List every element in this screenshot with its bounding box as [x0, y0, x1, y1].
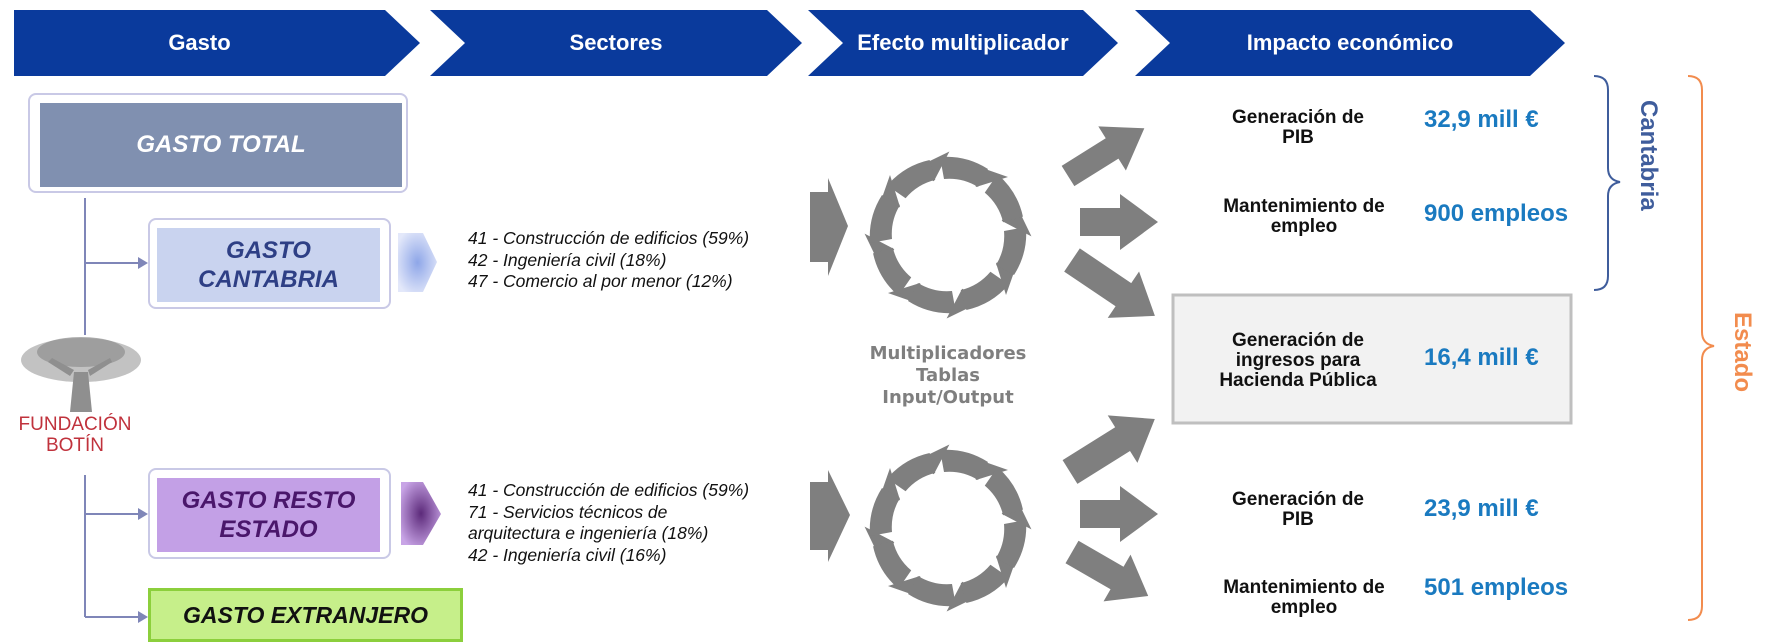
cycle-icon-bottom — [850, 430, 1046, 626]
output-arrows-top — [1061, 126, 1158, 318]
header-step-sectores: Sectores — [569, 30, 663, 55]
gasto-cantabria-box: GASTO CANTABRIA — [157, 228, 380, 302]
header-step-gasto: Gasto — [168, 30, 231, 55]
estado-bracket — [1687, 75, 1715, 621]
hacienda-box-bg — [1171, 293, 1573, 425]
gasto-resto-box: GASTO RESTO ESTADO — [157, 478, 380, 552]
cycle-icon-top — [850, 137, 1046, 333]
chevron-cantabria — [398, 233, 437, 292]
impact-value-pib-estado: 23,9 mill € — [1424, 495, 1539, 522]
impact-label-line: Mantenimiento de — [1223, 577, 1385, 598]
impact-label-pib-estado: Generación de PIB — [1198, 490, 1398, 530]
sector-line: 42 - Ingeniería civil (16%) — [468, 544, 667, 565]
input-arrow-bottom — [810, 470, 850, 562]
sector-line: 41 - Construcción de edificios (59%) — [468, 480, 750, 500]
gasto-extranjero-box: GASTO EXTRANJERO — [148, 588, 463, 642]
impact-label-line: Generación de — [1232, 330, 1364, 351]
impact-value-empleo-cantabria: 900 empleos — [1424, 200, 1569, 227]
impact-value-empleo-estado: 501 empleos — [1424, 574, 1569, 601]
sectors-cantabria: 41 - Construcción de edificios (59%) 42 … — [468, 228, 749, 293]
impact-value-hacienda: 16,4 mill € — [1424, 344, 1539, 371]
multiplier-label: Multiplicadores Tablas Input/Output — [835, 343, 1061, 409]
impact-label-hacienda: Generación de ingresos para Hacienda Púb… — [1198, 331, 1398, 391]
impact-label-line: Hacienda Pública — [1219, 370, 1377, 391]
impact-label-line: empleo — [1270, 597, 1338, 618]
sector-line: 41 - Construcción de edificios (59%) — [468, 228, 750, 248]
sector-line: 47 - Comercio al por menor (12%) — [468, 271, 733, 291]
header-chevron-impacto — [1135, 10, 1565, 76]
impact-value-pib-cantabria: 32,9 mill € — [1424, 106, 1539, 133]
header-step-efecto: Efecto multiplicador — [857, 30, 1069, 55]
impact-label-empleo-cantabria: Mantenimiento de empleo — [1198, 197, 1410, 237]
input-arrow-top — [810, 178, 848, 276]
multiplier-line: Multiplicadores — [869, 343, 1027, 364]
fundacion-botin-logo-text: FUNDACIÓN BOTÍN — [8, 414, 142, 456]
sector-line: arquitectura e ingeniería (18%) — [468, 523, 709, 543]
region-label-estado: Estado — [1729, 312, 1756, 393]
sectors-resto: 41 - Construcción de edificios (59%) 71 … — [468, 480, 749, 566]
header-step-impacto: Impacto económico — [1246, 30, 1454, 55]
header-chevron-sectores — [430, 10, 802, 76]
impact-label-line: PIB — [1282, 509, 1314, 530]
impact-label-empleo-estado: Mantenimiento de empleo — [1198, 578, 1410, 618]
header-chevron-efecto — [808, 10, 1118, 76]
impact-label-line: Generación de — [1232, 107, 1364, 128]
multiplier-line: Input/Output — [882, 387, 1014, 408]
impact-label-line: empleo — [1270, 216, 1338, 237]
logo-line: FUNDACIÓN — [18, 414, 132, 435]
cantabria-bracket — [1593, 75, 1621, 291]
logo-line: BOTÍN — [45, 435, 105, 456]
impact-label-pib-cantabria: Generación de PIB — [1198, 108, 1398, 148]
sector-line: 71 - Servicios técnicos de — [468, 501, 668, 522]
gasto-total-box: GASTO TOTAL — [40, 103, 402, 187]
header-chevron-gasto — [14, 10, 420, 76]
sector-line: 42 - Ingeniería civil (18%) — [468, 249, 667, 270]
output-arrows-bottom — [1062, 415, 1158, 602]
fundacion-botin-logo-tree — [18, 337, 144, 412]
impact-label-line: Mantenimiento de — [1223, 196, 1385, 217]
impact-label-line: PIB — [1282, 127, 1314, 148]
impact-label-line: ingresos para — [1235, 350, 1361, 371]
chevron-resto — [401, 482, 441, 545]
region-label-cantabria: Cantabria — [1635, 100, 1662, 211]
multiplier-line: Tablas — [915, 365, 981, 386]
impact-label-line: Generación de — [1232, 489, 1364, 510]
tree-connectors — [84, 198, 148, 623]
